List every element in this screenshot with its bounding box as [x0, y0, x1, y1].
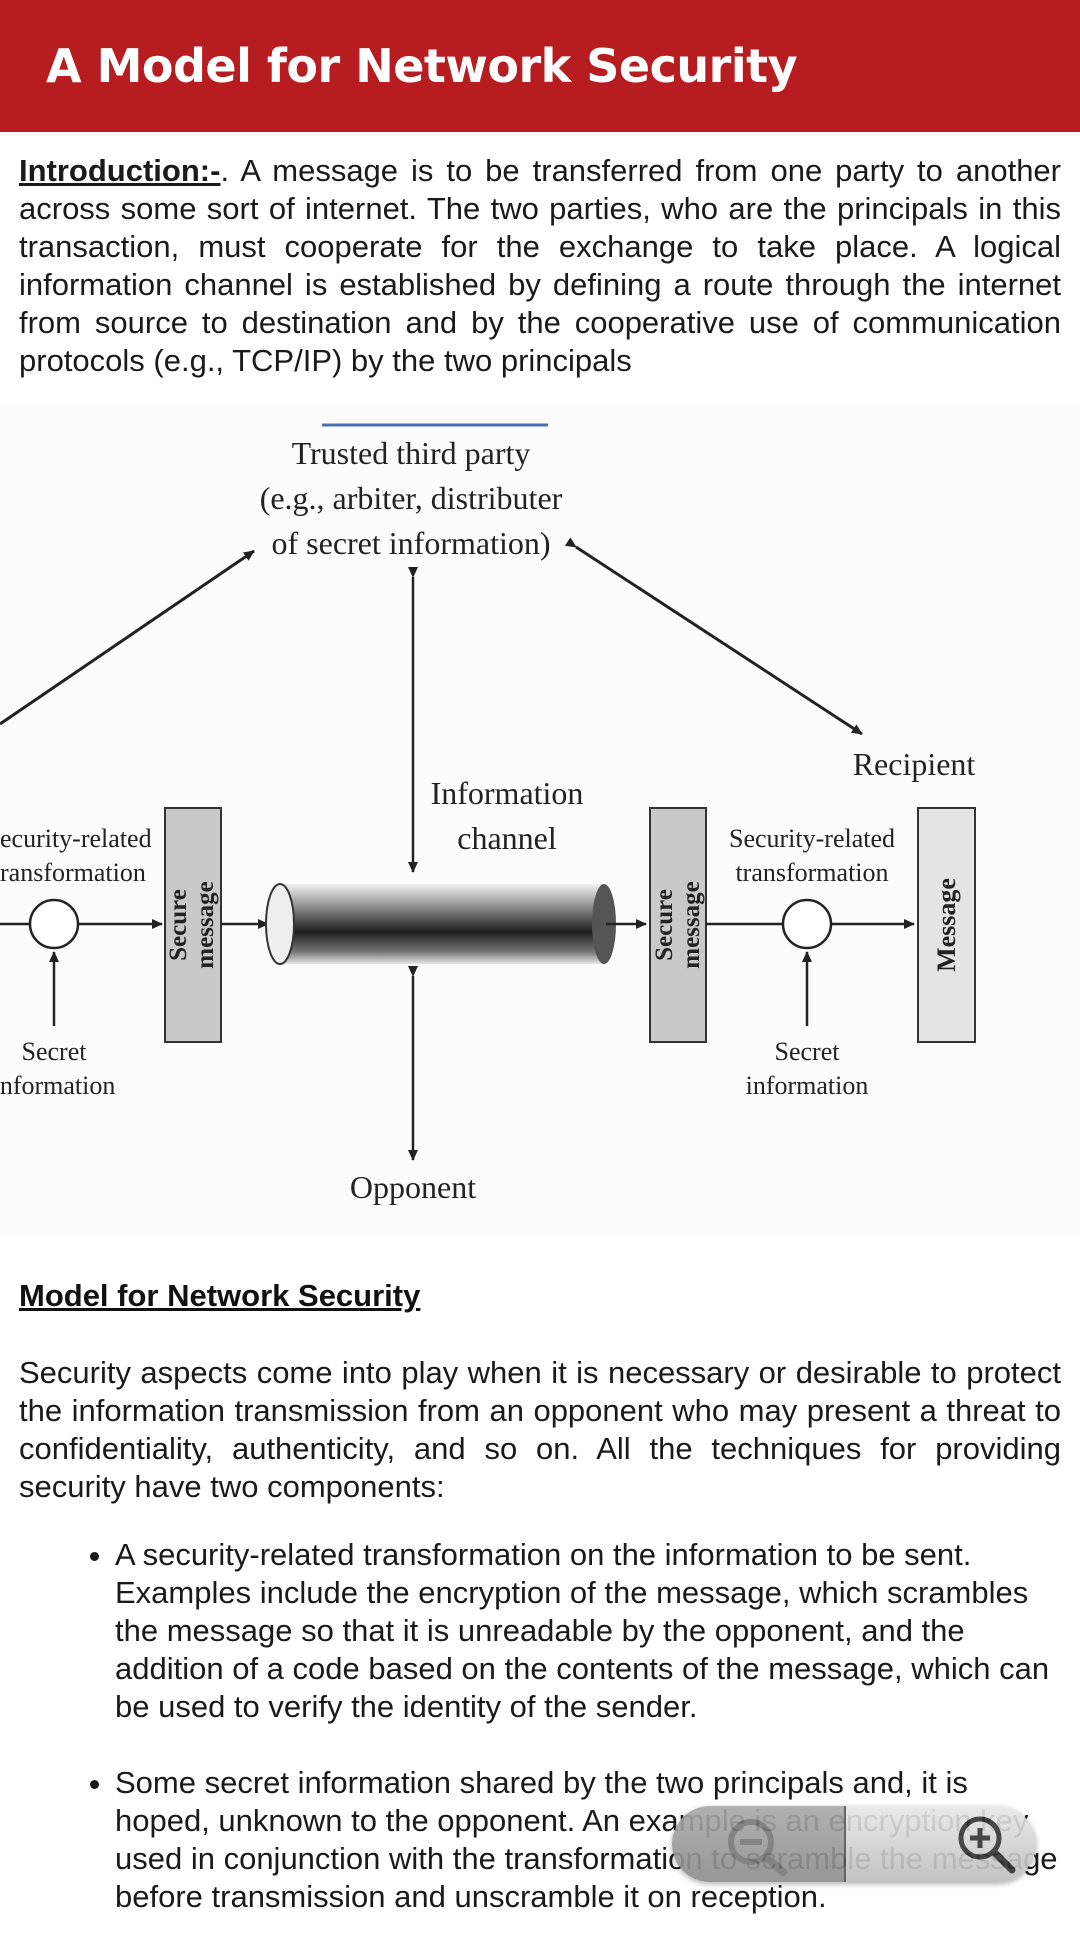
zoom-out-button[interactable] [672, 1806, 846, 1882]
network-security-diagram: Trusted third party (e.g., arbiter, dist… [0, 404, 1080, 1234]
right-secure-message-label: Secure [651, 889, 678, 961]
left-secret-label: Secret [22, 1037, 88, 1066]
arrow-to-trusted-party-left [0, 549, 255, 726]
right-secure-message-label-2: message [678, 881, 705, 968]
trusted-third-party-example-2: of secret information) [272, 525, 551, 561]
right-transformation-label-2: transformation [735, 858, 888, 887]
recipient-label: Recipient [853, 746, 976, 782]
content-area: Introduction:-. A message is to be trans… [0, 132, 1080, 380]
channel-pipe-start [265, 883, 295, 965]
zoom-out-icon [728, 1819, 787, 1876]
left-secure-message-label: Secure [165, 889, 192, 961]
left-transformation-node [28, 898, 80, 950]
intro-lead: Introduction:- [19, 153, 221, 188]
channel-pipe-end [592, 884, 616, 964]
intro-paragraph: Introduction:-. A message is to be trans… [0, 152, 1080, 380]
information-channel-pipe [280, 884, 604, 964]
right-secret-label: Secret [775, 1037, 841, 1066]
right-transformation-node [781, 898, 833, 950]
app-bar: A Model for Network Security [0, 0, 1080, 132]
left-transformation-label-2: ransformation [0, 858, 146, 887]
list-item: A security-related transformation on the… [115, 1536, 1080, 1726]
left-secure-message-box [164, 807, 222, 1043]
right-transformation-label: Security-related [729, 824, 895, 853]
zoom-in-button[interactable] [846, 1806, 1036, 1882]
section-paragraph: Security aspects come into play when it … [19, 1355, 1061, 1504]
intro-text: . A message is to be transferred from on… [19, 153, 1061, 378]
message-box [917, 807, 976, 1043]
left-secure-message-label-2: message [192, 881, 219, 968]
left-secret-label-2: information [0, 1071, 115, 1100]
right-secret-label-2: information [746, 1071, 869, 1100]
information-channel-label: Information [431, 775, 584, 811]
zoom-controls [672, 1806, 1036, 1882]
section-heading: Model for Network Security [19, 1278, 421, 1313]
trusted-third-party-example: (e.g., arbiter, distributer [260, 480, 563, 516]
page-title: A Model for Network Security [46, 39, 798, 93]
opponent-label: Opponent [350, 1169, 476, 1205]
left-transformation-label: ecurity-related [0, 824, 152, 853]
right-secure-message-box [649, 807, 707, 1043]
zoom-in-icon [958, 1816, 1016, 1874]
trusted-third-party-label: Trusted third party [292, 435, 531, 471]
arrow-trusted-party-recipient [564, 537, 863, 736]
information-channel-label-2: channel [457, 820, 557, 856]
message-box-label: Message [932, 878, 961, 972]
